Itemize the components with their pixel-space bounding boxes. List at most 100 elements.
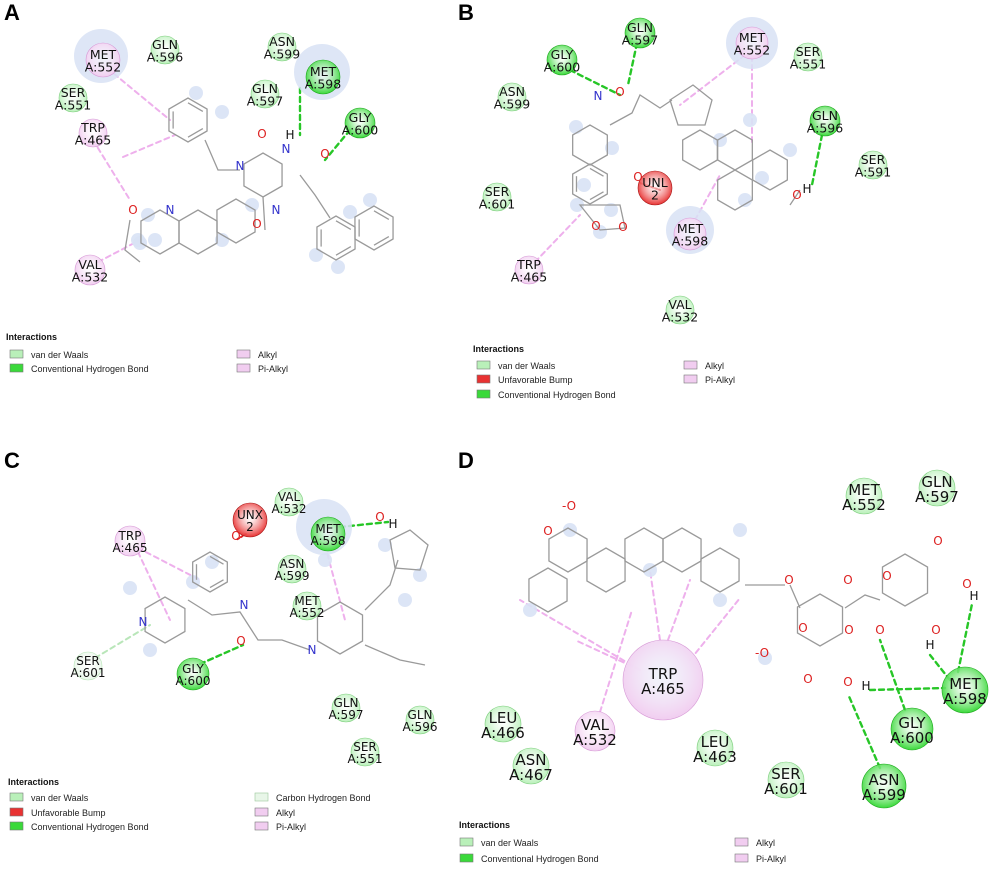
dioxole-ring-b <box>578 204 626 231</box>
residue-number: A:599 <box>862 786 906 804</box>
interaction-line-pi <box>92 139 131 201</box>
residue-number: A:600 <box>342 123 378 138</box>
residue-number: A:599 <box>494 97 530 112</box>
residue-bubble <box>735 26 769 60</box>
residue-bubble <box>665 295 695 325</box>
residue-number: A:597 <box>247 94 283 109</box>
legend-swatch-pi <box>254 821 269 831</box>
residue-name: MET <box>90 47 117 62</box>
legend-item-label: van der Waals <box>31 350 89 360</box>
residue-bubble <box>274 487 304 517</box>
atom-label: H <box>969 589 978 603</box>
legend-swatch-hbond <box>459 853 474 863</box>
atom-label: O <box>591 219 600 233</box>
legend-swatch-vdw <box>9 792 24 802</box>
sugar-ring-d1 <box>796 593 844 647</box>
atom-label: O <box>633 170 642 184</box>
atom-label: O <box>792 188 801 202</box>
residue-bubble <box>918 469 956 507</box>
atom-label: N <box>282 142 291 156</box>
residue-number: A:596 <box>807 121 843 136</box>
residue-number: A:552 <box>85 60 121 75</box>
residue-bubble <box>673 217 707 251</box>
legend-swatch-hbond <box>476 389 491 399</box>
residue-name: UNL <box>642 175 667 190</box>
residue-bubble <box>405 705 435 735</box>
residue-name: TRP <box>118 529 142 543</box>
residue-number: A:463 <box>693 748 737 766</box>
atom-halo <box>523 603 537 617</box>
residue-bubble <box>637 170 673 206</box>
residue-name: LEU <box>701 733 730 751</box>
residue-number: A:599 <box>275 569 310 583</box>
residue-number: A:552 <box>734 43 770 58</box>
legend-item-label: Alkyl <box>756 838 775 848</box>
residue-name: TRP <box>80 120 105 135</box>
bonds-a <box>124 139 331 263</box>
residue-number: A:551 <box>55 98 91 113</box>
atom-halo <box>363 193 377 207</box>
residue-bubble <box>696 729 734 767</box>
interaction-line-pi <box>137 551 171 621</box>
residue-bubble <box>861 763 907 809</box>
ring-b1 <box>572 124 608 166</box>
residue-name: VAL <box>668 297 691 312</box>
legend-title: Interactions <box>459 820 510 830</box>
residue-name: MET <box>739 30 766 45</box>
residue-number: A:465 <box>511 270 547 285</box>
ring-b2 <box>572 163 608 205</box>
ring-d6 <box>700 547 740 593</box>
residue-bubble <box>767 761 805 799</box>
residue-name: SER <box>796 44 821 59</box>
atom-label: O <box>615 85 624 99</box>
legend-item-label: Alkyl <box>276 808 295 818</box>
residue-number: A:600 <box>890 729 934 747</box>
bonds-b <box>609 94 801 206</box>
atom-label: H <box>861 679 870 693</box>
residue-number: A:597 <box>915 488 959 506</box>
atom-label: O <box>320 147 329 161</box>
residue-number: A:601 <box>764 780 808 798</box>
atom-label: O <box>875 623 884 637</box>
residue-number: A:599 <box>264 47 300 62</box>
residue-number: A:551 <box>348 752 383 766</box>
residue-name: LEU <box>489 709 518 727</box>
aromatic-bond <box>373 210 390 220</box>
residue-name: VAL <box>278 490 301 504</box>
legend-item-label: Carbon Hydrogen Bond <box>276 793 371 803</box>
atom-halo <box>123 581 137 595</box>
residue-name: GLY <box>182 662 204 676</box>
residue-number: A:532 <box>72 270 108 285</box>
legend-swatch-pi <box>683 360 698 370</box>
atom-halo <box>143 643 157 657</box>
legend-swatch-hbond <box>9 363 24 373</box>
residue-name: UNX <box>237 508 263 522</box>
ring-d3 <box>586 547 626 593</box>
residue-bubble <box>78 118 108 148</box>
residue-number: A:600 <box>176 674 211 688</box>
residue-bubble <box>267 32 297 62</box>
atom-label: O <box>843 675 852 689</box>
interaction-line-pi <box>137 547 201 581</box>
residue-bubbles-layer: META:552GLNA:596ASNA:599META:598SERA:551… <box>55 17 989 809</box>
aromatic-bond <box>187 102 204 112</box>
atom-halo <box>733 523 747 537</box>
atom-label: O <box>252 217 261 231</box>
legend-item-label: Conventional Hydrogen Bond <box>481 854 599 864</box>
naphthyl-ring-a2 <box>354 205 394 251</box>
residue-number: A:591 <box>855 165 891 180</box>
atom-halo <box>148 233 162 247</box>
residue-number: A:532 <box>573 731 617 749</box>
interaction-lines-layer <box>92 41 974 770</box>
bonds-d <box>745 584 881 609</box>
residue-name: MET <box>949 675 981 693</box>
